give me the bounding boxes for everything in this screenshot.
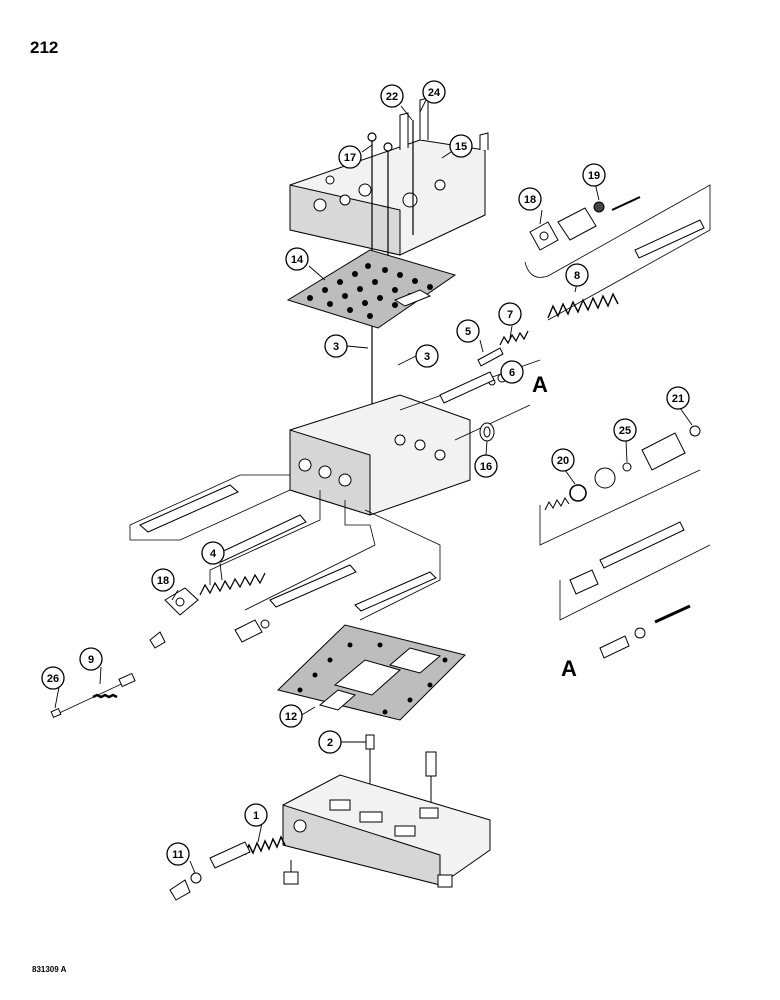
svg-text:1: 1 <box>253 810 259 822</box>
callout-15: 15 <box>449 134 473 158</box>
svg-text:4: 4 <box>210 548 217 560</box>
callout-17: 17 <box>338 145 362 169</box>
svg-text:7: 7 <box>507 309 513 321</box>
callout-7: 7 <box>498 302 522 326</box>
reference-letters: A A <box>532 372 577 681</box>
svg-text:9: 9 <box>88 654 94 666</box>
svg-text:3: 3 <box>333 341 339 353</box>
svg-text:16: 16 <box>480 461 492 473</box>
spring-7 <box>499 330 529 346</box>
right-lower-outline <box>539 469 711 621</box>
callout-5: 5 <box>456 319 480 343</box>
svg-text:8: 8 <box>574 270 580 282</box>
lower-bolts <box>283 860 453 888</box>
callout-19: 19 <box>582 163 606 187</box>
right-top-outline <box>524 184 711 321</box>
svg-text:25: 25 <box>619 425 631 437</box>
svg-text:11: 11 <box>172 849 184 861</box>
callout-24: 22 <box>380 84 404 108</box>
callouts: 22 24 17 15 14 3 3 5 <box>41 80 690 866</box>
callout-18-right: 18 <box>518 187 542 211</box>
callout-25: 24 <box>422 80 446 104</box>
reference-letter-a-lower: A <box>561 656 577 681</box>
callout-20: 20 <box>551 448 575 472</box>
callout-9: 9 <box>79 647 103 671</box>
callout-18-left: 18 <box>151 568 175 592</box>
seal-16 <box>479 422 495 442</box>
end-plate-left <box>164 587 199 616</box>
small-pins-5-6 <box>439 347 507 404</box>
reference-letter-a-upper: A <box>532 372 548 397</box>
callout-2: 2 <box>318 730 342 754</box>
svg-text:6: 6 <box>509 367 515 379</box>
left-spools <box>139 484 437 612</box>
svg-text:2: 2 <box>327 737 333 749</box>
svg-text:19: 19 <box>588 170 600 182</box>
lower-left-spool-parts <box>50 619 270 719</box>
callout-3-left: 3 <box>324 334 348 358</box>
callout-8: 8 <box>565 263 589 287</box>
lower-spring-and-plug <box>169 835 286 901</box>
callout-4: 4 <box>201 541 225 565</box>
callout-6: 6 <box>500 360 524 384</box>
page-number: 212 <box>30 38 59 57</box>
upper-separator-plate <box>286 249 457 329</box>
spring-4 <box>199 572 266 596</box>
callout-14: 14 <box>285 247 309 271</box>
callout-21: 21 <box>666 386 690 410</box>
upper-valve-body <box>289 97 489 256</box>
callout-12: 12 <box>279 704 303 728</box>
callout-11: 11 <box>166 842 190 866</box>
svg-text:5: 5 <box>465 326 471 338</box>
callout-3-right: 3 <box>415 344 439 368</box>
callout-16: 16 <box>474 454 498 478</box>
callout-22: 25 <box>613 418 637 442</box>
svg-text:24: 24 <box>428 87 441 99</box>
svg-text:22: 22 <box>386 91 398 103</box>
lower-valve-body <box>282 774 491 886</box>
right-lower-parts <box>544 425 701 659</box>
svg-text:18: 18 <box>157 575 169 587</box>
callout-26: 26 <box>41 666 65 690</box>
svg-text:12: 12 <box>285 711 297 723</box>
svg-text:17: 17 <box>344 152 356 164</box>
figure-code: 831309 A <box>32 965 67 974</box>
right-top-parts <box>529 196 705 259</box>
svg-text:14: 14 <box>291 254 304 266</box>
svg-text:18: 18 <box>524 194 536 206</box>
lower-separator-plate <box>277 624 466 721</box>
svg-text:20: 20 <box>557 455 569 467</box>
svg-text:21: 21 <box>672 393 684 405</box>
callout-leaders <box>54 99 693 874</box>
svg-text:26: 26 <box>47 673 59 685</box>
spring-8 <box>547 292 619 319</box>
middle-valve-body <box>289 394 471 516</box>
callout-1: 1 <box>244 803 268 827</box>
svg-text:3: 3 <box>424 351 430 363</box>
svg-text:15: 15 <box>455 141 467 153</box>
